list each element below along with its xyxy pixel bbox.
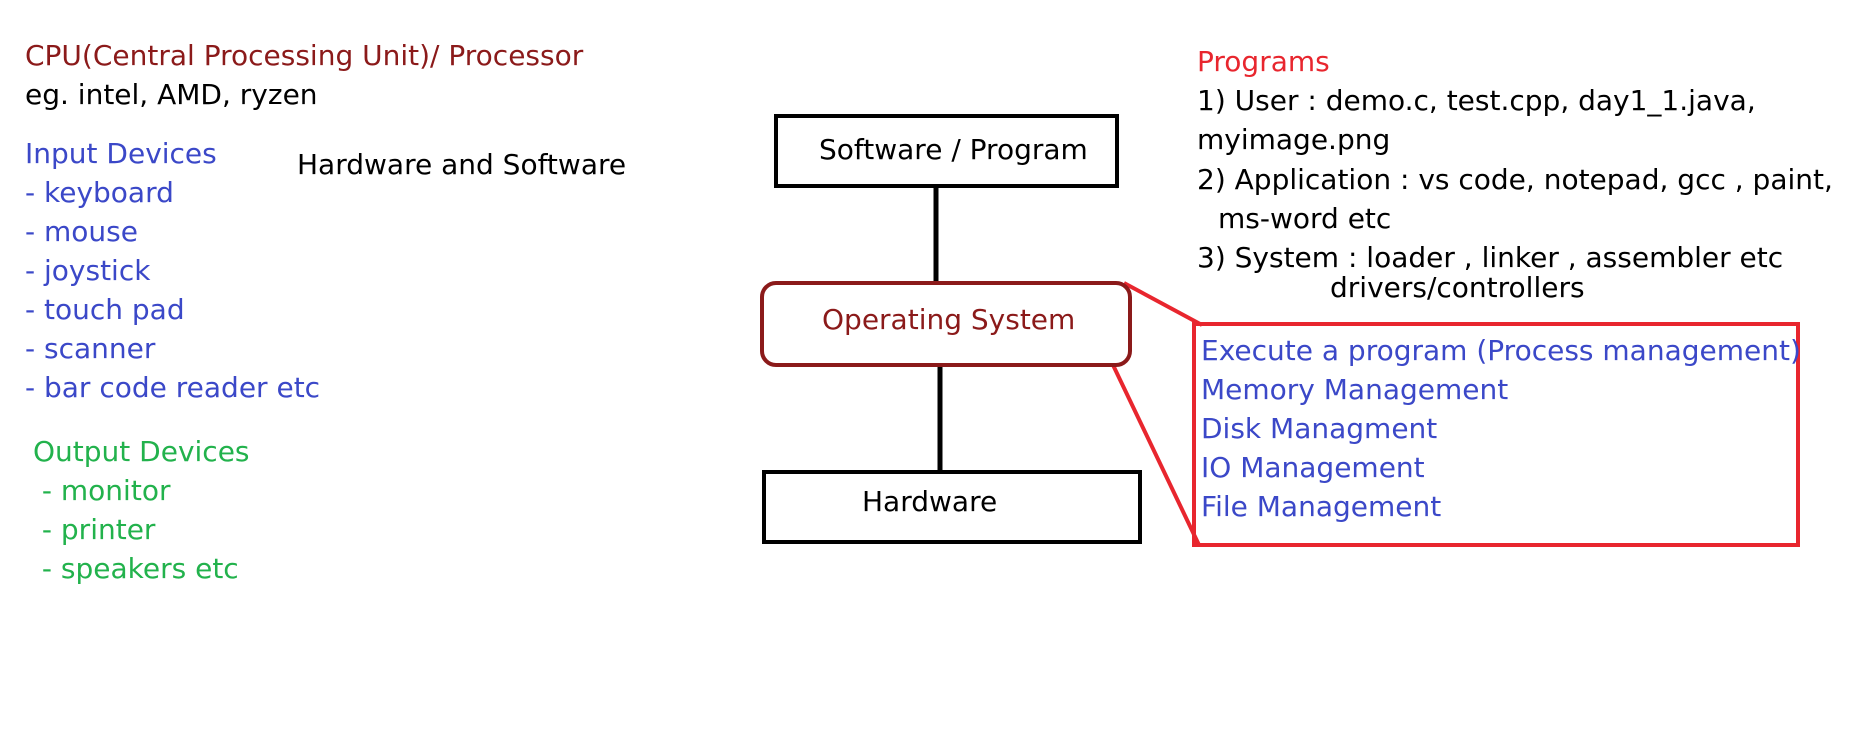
output-devices-title: Output Devices: [33, 435, 250, 468]
hardware-box-label: Hardware: [862, 485, 998, 518]
output-device-item: - monitor: [33, 474, 171, 507]
cpu-title: CPU(Central Processing Unit)/ Processor: [25, 39, 584, 72]
output-device-item: - printer: [33, 513, 156, 546]
software-box: [774, 114, 1119, 188]
programs-app-line2: ms-word etc: [1218, 202, 1392, 235]
programs-user-line1: 1) User : demo.c, test.cpp, day1_1.java,: [1197, 84, 1756, 117]
os-functions-box: [1192, 322, 1800, 547]
os-function-item: IO Management: [1201, 451, 1425, 484]
callout-lower: [1111, 364, 1201, 546]
callout-upper: [1123, 281, 1203, 327]
input-device-item: - scanner: [25, 332, 156, 365]
input-device-item: - joystick: [25, 254, 151, 287]
input-device-item: - touch pad: [25, 293, 185, 326]
programs-app-line1: 2) Application : vs code, notepad, gcc ,…: [1197, 163, 1833, 196]
os-function-item: File Management: [1201, 490, 1442, 523]
hardware-box: [762, 470, 1142, 544]
cpu-examples: eg. intel, AMD, ryzen: [25, 78, 318, 111]
output-device-item: - speakers etc: [33, 552, 239, 585]
programs-title: Programs: [1197, 45, 1330, 78]
programs-user-line2: myimage.png: [1197, 123, 1391, 156]
os-function-item: Execute a program (Process management): [1201, 334, 1801, 367]
input-device-item: - bar code reader etc: [25, 371, 321, 404]
programs-system-line2: drivers/controllers: [1330, 271, 1585, 304]
page-heading: Hardware and Software: [297, 148, 627, 181]
input-device-item: - keyboard: [25, 176, 174, 209]
os-function-item: Memory Management: [1201, 373, 1509, 406]
input-devices-title: Input Devices: [25, 137, 217, 170]
software-box-label: Software / Program: [819, 133, 1088, 166]
input-device-item: - mouse: [25, 215, 138, 248]
os-box: [760, 281, 1132, 367]
programs-system-line1: 3) System : loader , linker , assembler …: [1197, 241, 1784, 274]
os-box-label: Operating System: [822, 303, 1076, 336]
os-function-item: Disk Managment: [1201, 412, 1438, 445]
